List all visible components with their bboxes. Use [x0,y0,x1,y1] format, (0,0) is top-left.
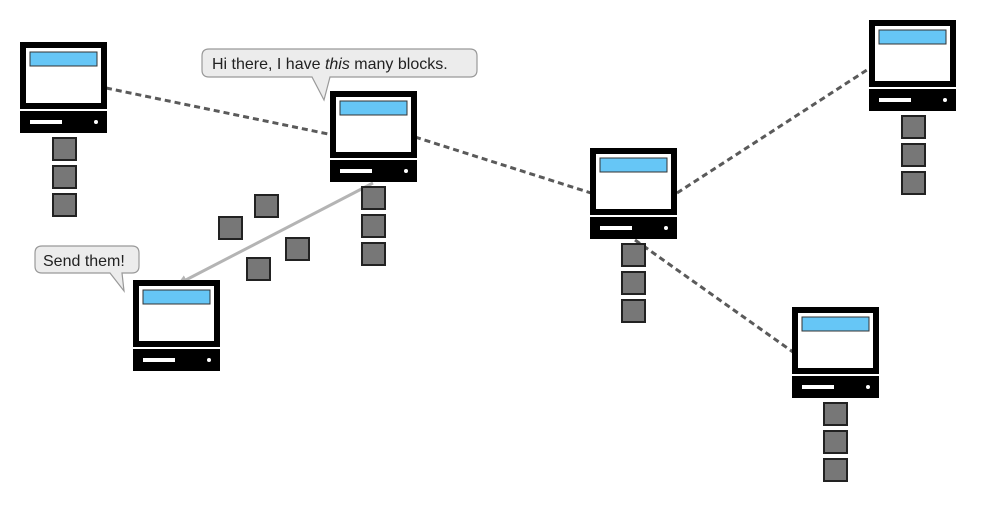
power-led [207,358,211,362]
block [52,193,77,217]
power-led [943,98,947,102]
desktop-unit-icon [869,89,956,111]
block [621,299,646,323]
block [823,430,848,454]
computer-node-requester [133,280,220,371]
block [361,186,386,210]
bubble-request-text: Send them! [43,253,125,270]
computer-node-top-left [20,42,107,217]
desktop-unit-icon [792,376,879,398]
screen-bar [599,157,668,173]
screen-bar [29,51,98,67]
transit-block [246,257,271,281]
block [823,458,848,482]
transit-block [218,216,243,240]
link-center-to-bottom-right [634,238,794,354]
transfer-arrow [177,181,374,285]
screen-bar [878,29,947,45]
screen-bar [339,100,408,116]
block-stack [901,115,926,195]
transit-block [285,237,310,261]
block-stack [621,243,646,323]
screen-bar [142,289,211,305]
bubble-shape [34,245,140,294]
desktop-unit-icon [133,349,220,371]
announce-prefix: Hi there, I have [212,56,325,73]
block [823,402,848,426]
transit-block [254,194,279,218]
bubble-shape [201,48,478,102]
power-led [404,169,408,173]
link-center-to-top-right [676,66,871,195]
drive-slot [600,226,632,230]
speech-bubble-request: Send them! [34,245,140,294]
desktop-unit-icon [330,160,417,182]
block [52,137,77,161]
blocks-in-transit [218,194,310,281]
block [901,143,926,167]
block [901,115,926,139]
block [621,271,646,295]
power-led [664,226,668,230]
power-led [866,385,870,389]
drive-slot [30,120,62,124]
desktop-unit-icon [20,111,107,133]
drive-slot [802,385,834,389]
power-led [94,120,98,124]
block-stack [52,137,77,217]
computer-node-center [590,148,677,323]
drive-slot [143,358,175,362]
speech-bubble-announce: Hi there, I have this many blocks. [201,48,478,102]
block [901,171,926,195]
block-stack [361,186,386,266]
computer-node-top-right [869,20,956,195]
drive-slot [340,169,372,173]
block [621,243,646,267]
announce-emphasis: this [325,56,350,73]
block [361,242,386,266]
computer-node-announcer [330,91,417,266]
link-announcer-to-center [414,135,592,195]
block [361,214,386,238]
announce-suffix: many blocks. [350,56,448,73]
peer-links [105,66,871,354]
computer-node-bottom-right [792,307,879,482]
desktop-unit-icon [590,217,677,239]
link-top-left-to-announcer [105,86,334,137]
drive-slot [879,98,911,102]
block-stack [823,402,848,482]
block [52,165,77,189]
screen-bar [801,316,870,332]
bubble-announce-text: Hi there, I have this many blocks. [212,56,448,73]
